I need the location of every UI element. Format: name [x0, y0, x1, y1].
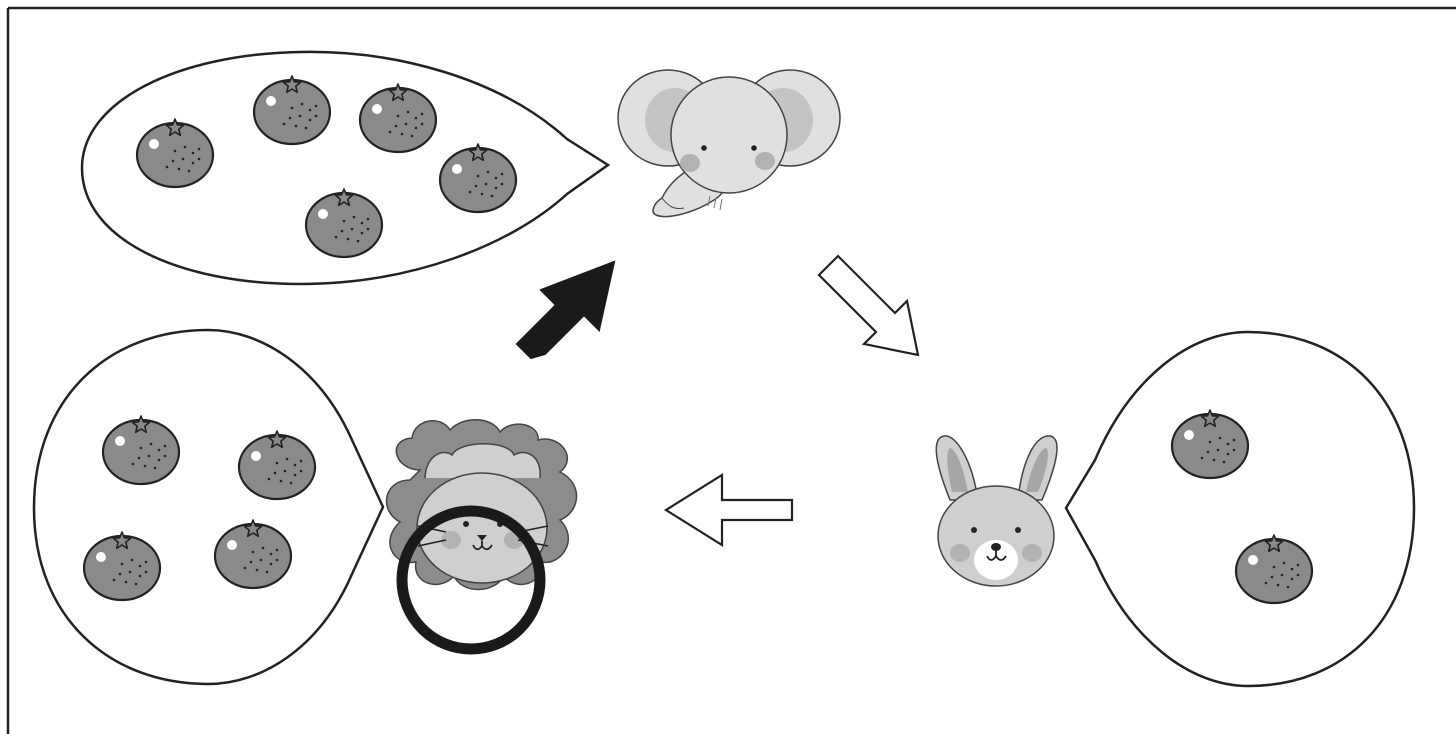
- orange-icon: [438, 143, 518, 214]
- orange-icon: [1234, 534, 1314, 605]
- orange-icon: [237, 430, 317, 501]
- orange-icon: [135, 118, 215, 189]
- rabbit-speech-bubble: [1064, 330, 1416, 688]
- orange-icon: [101, 415, 181, 486]
- lion-icon: [385, 419, 578, 591]
- orange-icon: [213, 519, 293, 590]
- orange-icon: [82, 531, 162, 602]
- arrow-rabbit-to-lion: [663, 473, 794, 547]
- oranges-layer: [82, 75, 1314, 605]
- rabbit-icon: [935, 435, 1058, 587]
- orange-icon: [358, 83, 438, 154]
- elephant-icon: [617, 69, 841, 218]
- orange-icon: [304, 188, 384, 259]
- frame: [6, 6, 1456, 734]
- elephant-speech-bubble: [80, 50, 611, 286]
- orange-icon: [252, 75, 332, 146]
- arrow-lion-to-elephant: [515, 260, 616, 360]
- lion-speech-bubble: [32, 328, 385, 686]
- lion-selection-ring: [396, 505, 546, 655]
- arrow-elephant-to-rabbit: [817, 254, 920, 357]
- orange-icon: [1170, 409, 1250, 480]
